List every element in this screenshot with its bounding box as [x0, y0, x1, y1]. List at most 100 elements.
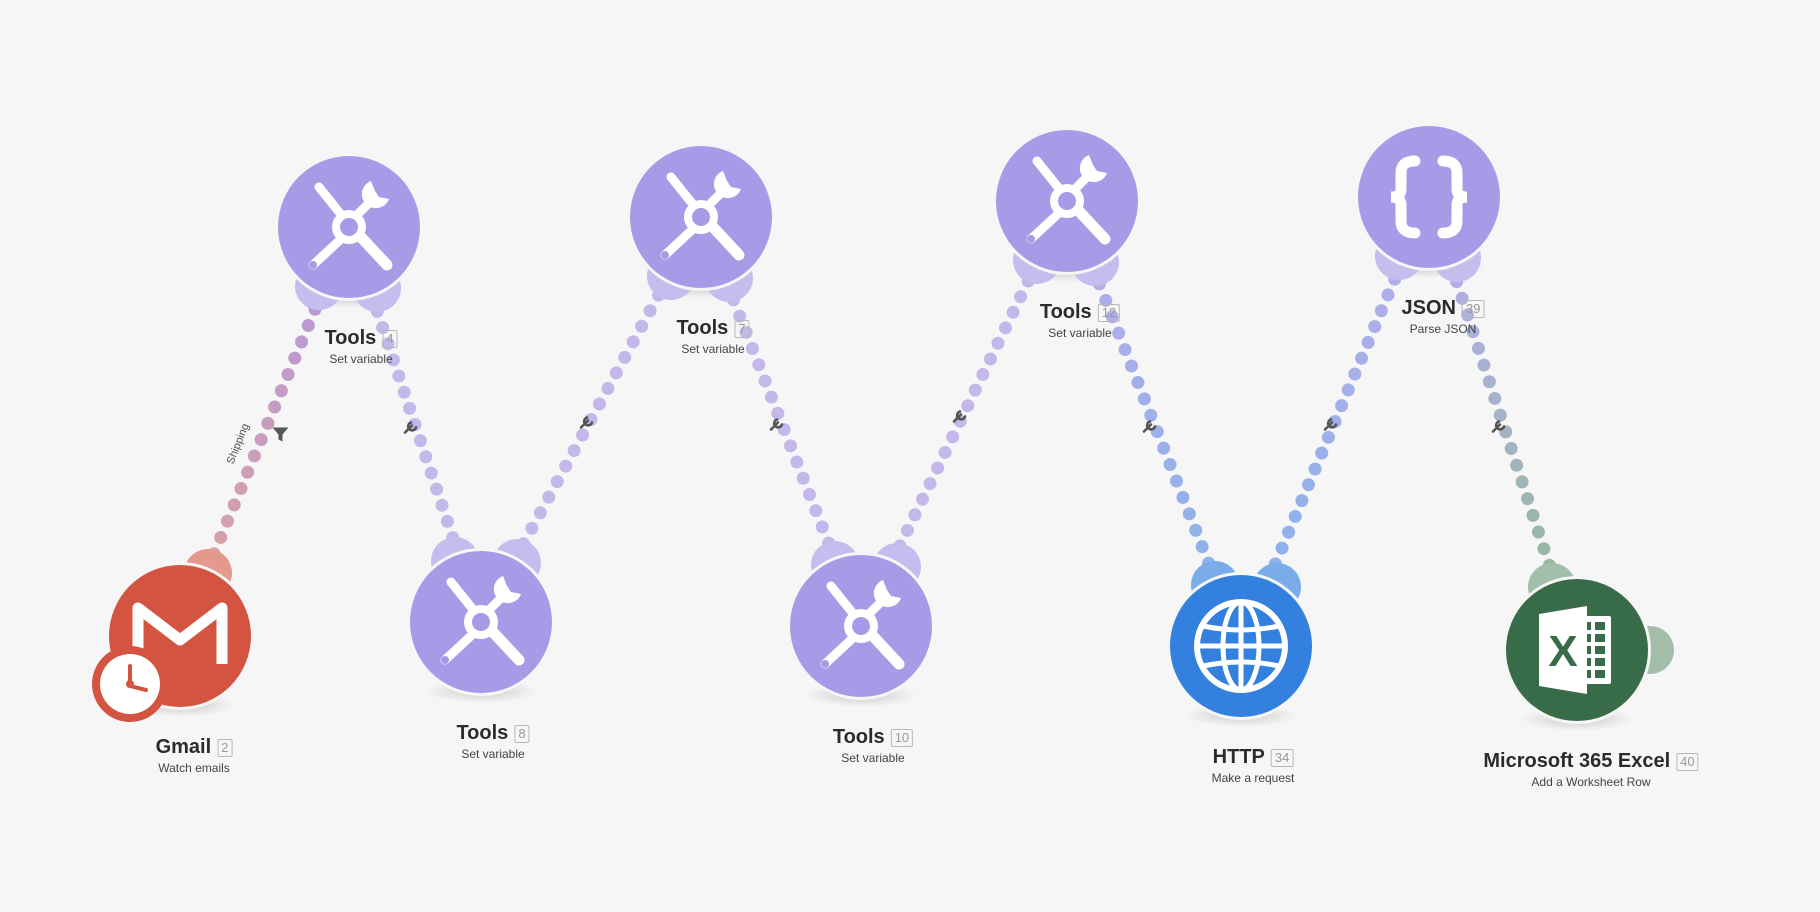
wrench-icon[interactable] [579, 416, 594, 429]
link-dot [1014, 290, 1028, 304]
link-dot [301, 319, 315, 333]
link-dot [961, 399, 975, 413]
wrench-icon[interactable] [1142, 420, 1157, 433]
route-label[interactable]: Shipping [225, 422, 252, 466]
globe-icon [1194, 599, 1288, 693]
module-title[interactable]: Gmail [155, 736, 212, 758]
link-dot [609, 366, 623, 380]
filter-icon[interactable] [272, 427, 289, 442]
link-dot [790, 455, 804, 469]
link-dot [1144, 408, 1158, 422]
link-dot [900, 523, 914, 537]
link-dot [1125, 359, 1139, 373]
module-subtitle: Watch emails [158, 761, 230, 775]
link-dot [1321, 430, 1335, 444]
link-dot [1504, 442, 1518, 456]
module-title[interactable]: Tools [676, 317, 729, 339]
link-dot [968, 383, 982, 397]
link-dot [1163, 458, 1177, 472]
link-dot [247, 449, 261, 463]
wrench-icon[interactable] [952, 410, 967, 423]
module-id-badge: 7 [734, 319, 750, 338]
link-dot [254, 433, 268, 447]
link-dot [1315, 446, 1329, 460]
link-dot [419, 450, 433, 464]
link-dot [274, 384, 288, 398]
module-id-badge: 34 [1270, 748, 1294, 767]
link-dot [1455, 291, 1469, 305]
link-dot [1137, 392, 1151, 406]
link-dot [234, 482, 248, 496]
link-dot [931, 461, 945, 475]
module-tools4[interactable] [275, 153, 423, 312]
link-dot [1471, 341, 1485, 355]
link-dot [923, 477, 937, 491]
link-dot [809, 504, 823, 518]
link-dot [567, 444, 581, 458]
link-dot [525, 521, 539, 535]
link-dot [643, 304, 657, 318]
module-subtitle: Parse JSON [1409, 322, 1477, 336]
link-dot [1477, 358, 1491, 372]
wrench-icon[interactable] [1491, 420, 1506, 433]
link-dot [424, 466, 438, 480]
link-dot [1335, 399, 1349, 413]
module-id-badge: 10 [890, 728, 914, 747]
wrench-icon[interactable] [403, 421, 418, 434]
link-dot [635, 319, 649, 333]
module-tools12[interactable] [993, 127, 1141, 286]
link-dot [915, 492, 929, 506]
link-dot [1466, 325, 1480, 339]
module-title[interactable]: Microsoft 365 Excel [1483, 750, 1671, 772]
clock-icon[interactable] [92, 646, 168, 722]
module-tools10[interactable] [787, 541, 935, 707]
link-dot [1348, 367, 1362, 381]
module-title[interactable]: JSON [1401, 297, 1456, 319]
link-dot [991, 336, 1005, 350]
module-subtitle: Set variable [461, 747, 525, 761]
link-dot [214, 530, 228, 544]
module-title[interactable]: HTTP [1212, 746, 1265, 768]
link-dot [435, 498, 449, 512]
module-gmail[interactable] [92, 549, 254, 722]
module-http[interactable] [1167, 561, 1315, 727]
link-dot [220, 514, 234, 528]
module-excel[interactable]: X [1503, 563, 1674, 731]
link-dot [397, 385, 411, 399]
module-id-badge: 39 [1462, 299, 1485, 318]
module-title[interactable]: Tools [1039, 301, 1092, 323]
link-dot [815, 520, 829, 534]
link-dot [777, 423, 791, 437]
excel-icon: X [1539, 606, 1611, 694]
link-dot [1169, 474, 1183, 488]
module-title[interactable]: Tools [324, 327, 377, 349]
link-dot [758, 374, 772, 388]
link-dot [533, 506, 547, 520]
module-title[interactable]: Tools [832, 726, 885, 748]
wrench-icon[interactable] [769, 418, 784, 431]
link-dot [1328, 415, 1342, 428]
svg-text:X: X [1548, 627, 1577, 676]
module-title[interactable]: Tools [456, 722, 509, 744]
link-dot [1105, 310, 1119, 324]
link-dot [938, 445, 952, 459]
link-dot [1341, 383, 1355, 397]
link-dot [733, 309, 747, 323]
link-dot [803, 487, 817, 501]
module-id-badge: 40 [1676, 752, 1699, 771]
module-json[interactable] [1355, 123, 1503, 282]
link-dot [268, 400, 282, 414]
link-dot [1537, 542, 1551, 556]
wrench-icon[interactable] [1323, 418, 1338, 431]
module-tools8[interactable] [407, 537, 555, 703]
braces-icon [1390, 155, 1468, 239]
link-dot [1006, 305, 1020, 319]
module-tools7[interactable] [627, 143, 775, 302]
gmail-icon [132, 602, 228, 664]
link-dot [392, 369, 406, 383]
link-dot [1308, 462, 1322, 476]
module-subtitle: Set variable [329, 352, 393, 366]
link-dot [550, 475, 564, 489]
